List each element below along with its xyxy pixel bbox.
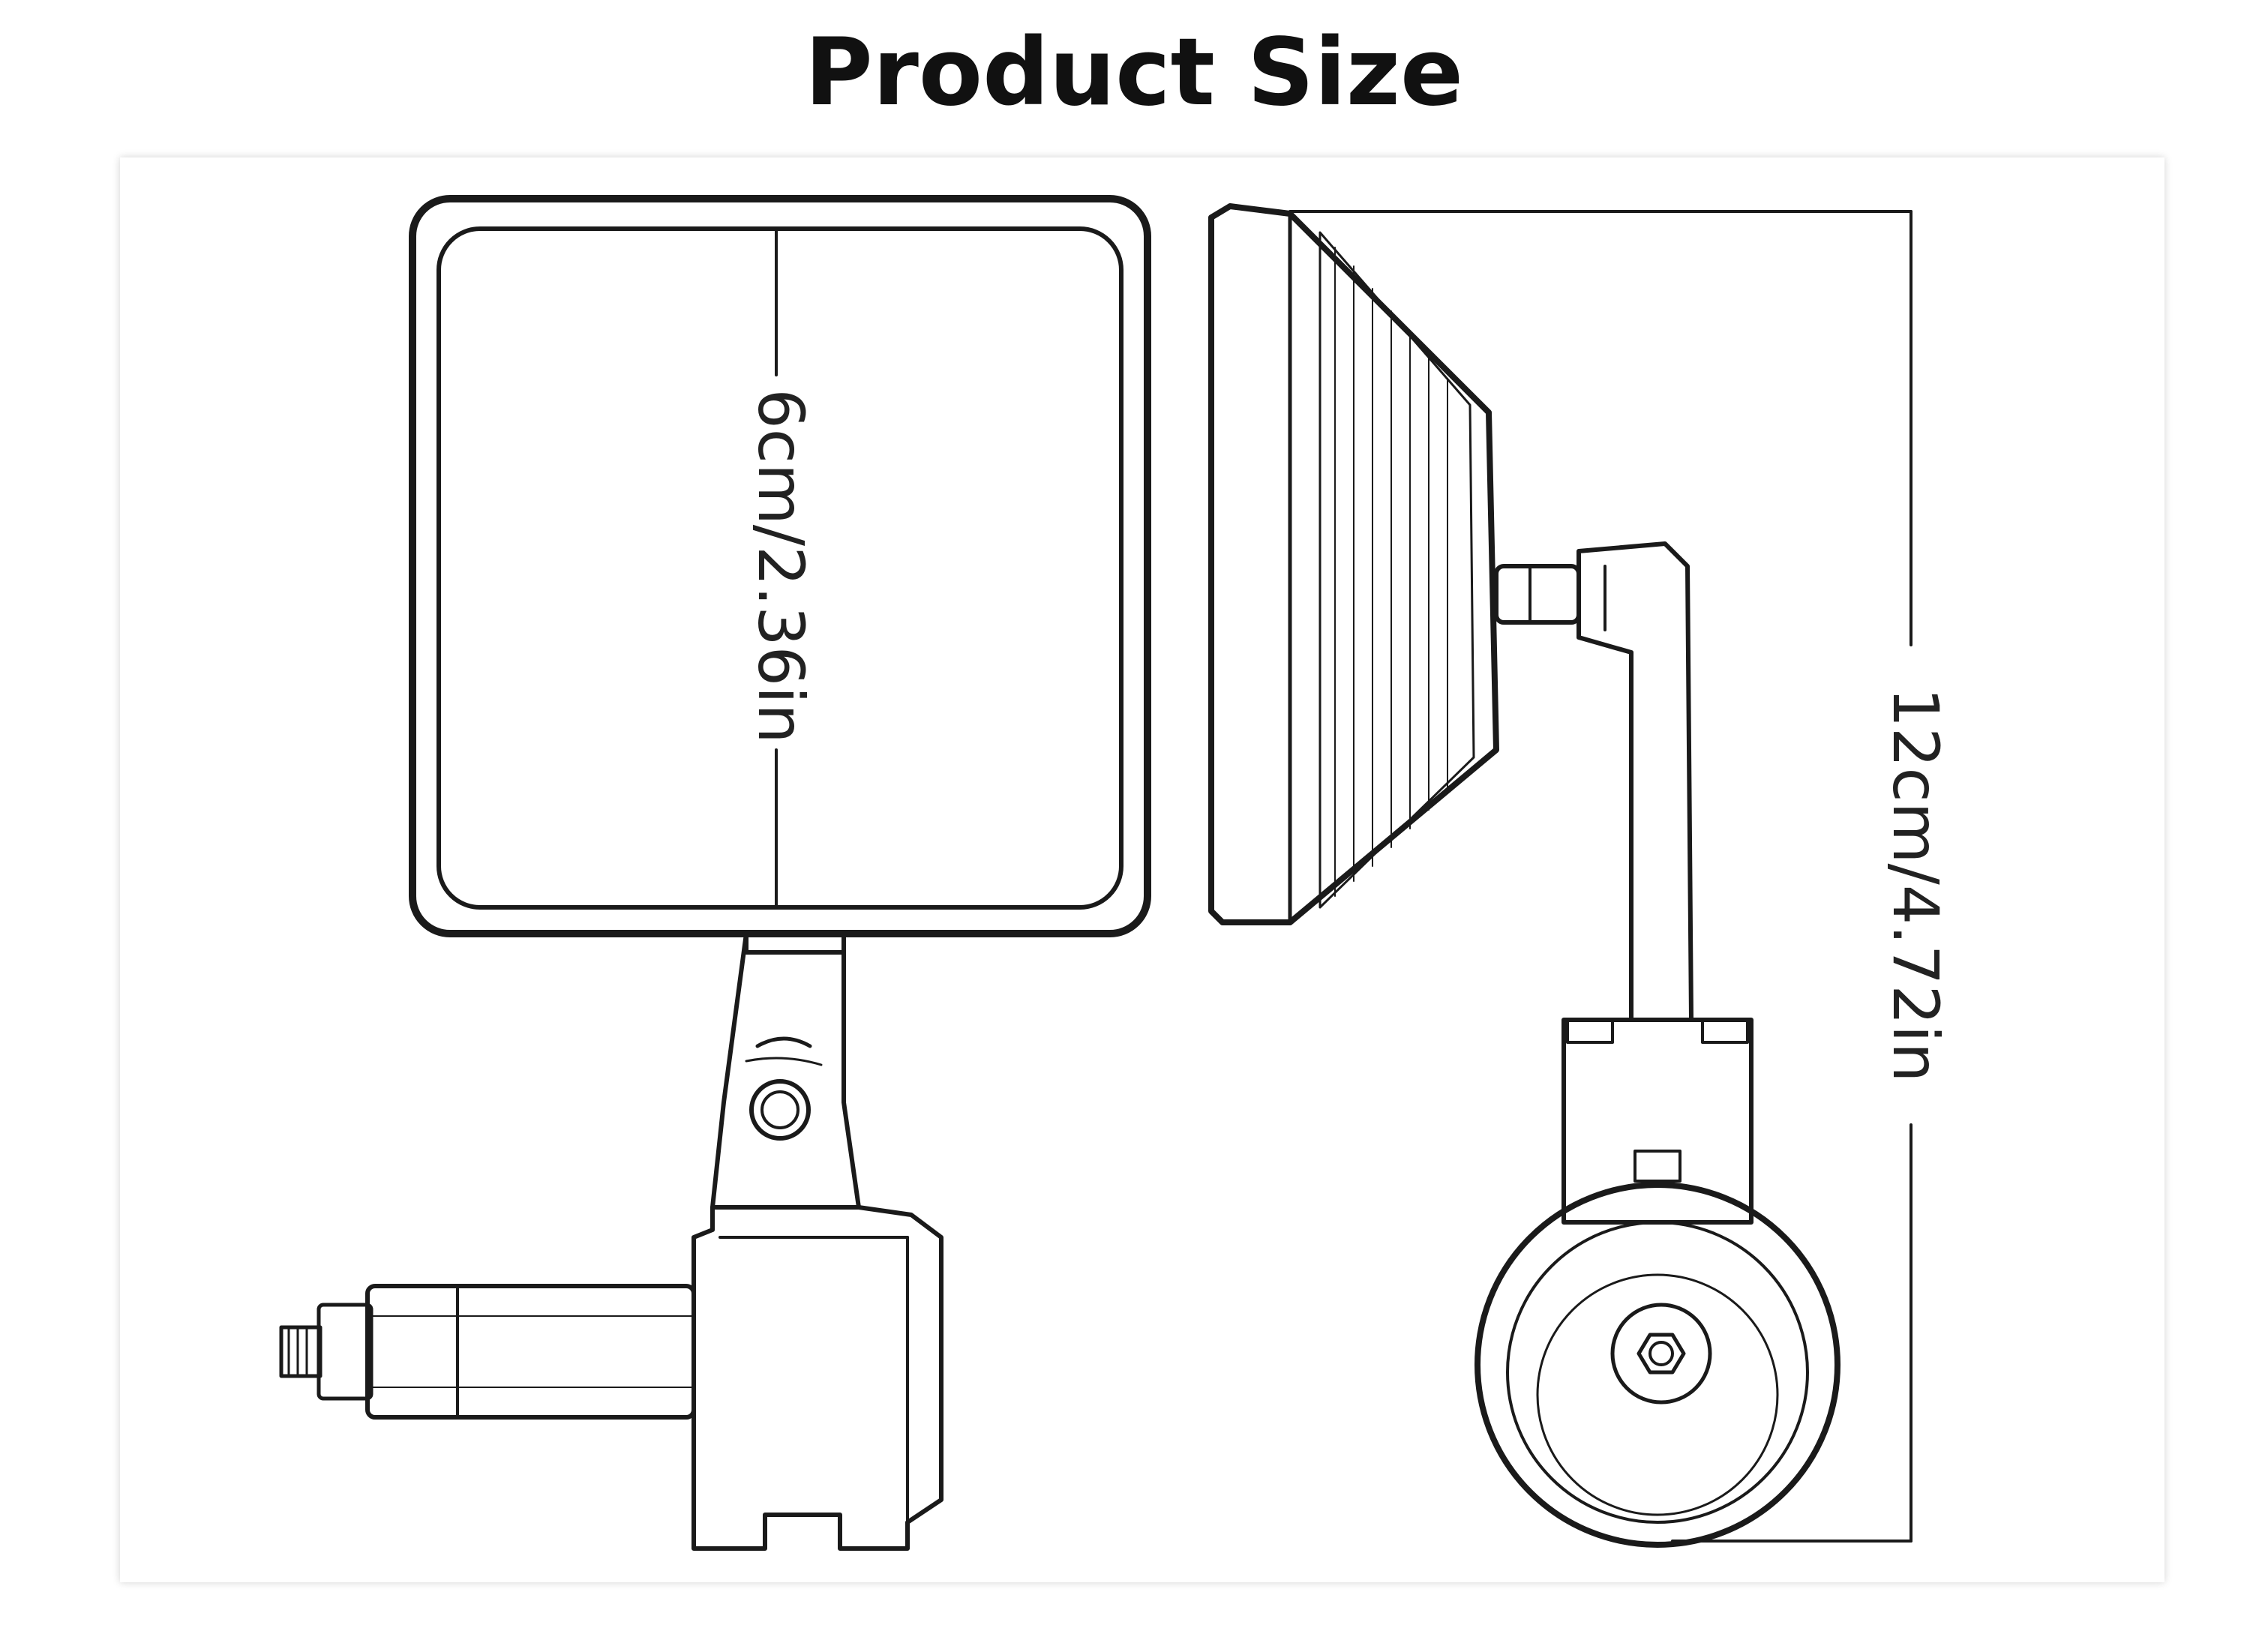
bar-insert bbox=[365, 1284, 696, 1420]
thread-stud bbox=[279, 1325, 322, 1378]
front-view bbox=[279, 195, 1151, 1551]
side-bolt bbox=[1610, 1303, 1712, 1405]
clamp-body bbox=[692, 1205, 944, 1551]
mirror-neck bbox=[710, 931, 861, 1210]
height-label: 6cm/2.36in bbox=[744, 388, 818, 743]
neck-bolt bbox=[749, 1079, 811, 1141]
total-length-label: 12cm/4.72in bbox=[1879, 688, 1952, 1083]
mirror-glass bbox=[436, 226, 1124, 910]
side-clamp-ring bbox=[1474, 1182, 1840, 1548]
side-arm bbox=[1576, 541, 1694, 1022]
total-length-dimension bbox=[1288, 210, 1912, 1543]
product-drawing: 6cm/2.36in 12cm/4.72in bbox=[279, 195, 1952, 1551]
page-title: Product Size bbox=[804, 19, 1464, 127]
side-view bbox=[1208, 203, 1840, 1548]
ball-joint bbox=[1494, 564, 1581, 625]
diagram-panel: 6cm/2.36in 12cm/4.72in bbox=[120, 157, 2164, 1582]
